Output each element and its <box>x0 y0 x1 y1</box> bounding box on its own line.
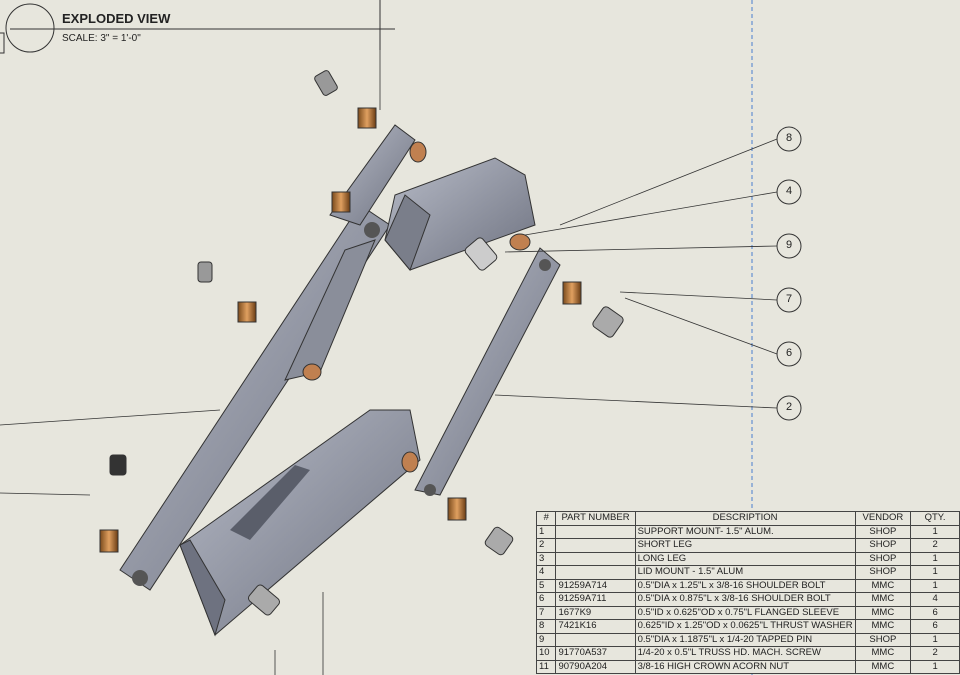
bom-part-number: 90790A204 <box>555 659 636 674</box>
bom-vendor: SHOP <box>854 632 912 647</box>
balloon-8: 8 <box>785 132 793 144</box>
bom-quantity: 1 <box>910 578 960 593</box>
balloon-9: 9 <box>785 239 793 251</box>
balloon-7: 7 <box>785 293 793 305</box>
bom-part-number: 7421K16 <box>555 619 636 634</box>
bom-part-number: 91770A537 <box>555 646 636 661</box>
bom-item-number: 7 <box>535 605 557 620</box>
bom-quantity: 6 <box>910 605 960 620</box>
bom-quantity: 1 <box>910 551 960 566</box>
bom-vendor: SHOP <box>854 524 912 539</box>
bom-vendor: MMC <box>854 592 912 607</box>
bom-description: 0.5"DIA x 0.875"L x 3/8-16 SHOULDER BOLT <box>634 592 856 607</box>
bom-description: 1/4-20 x 0.5"L TRUSS HD. MACH. SCREW <box>634 646 856 661</box>
bom-vendor: SHOP <box>854 565 912 580</box>
bom-description: 0.5"ID x 0.625"OD x 0.75"L FLANGED SLEEV… <box>634 605 856 620</box>
bom-quantity: 1 <box>910 565 960 580</box>
bom-quantity: 1 <box>910 659 960 674</box>
bom-item-number: 10 <box>535 646 557 661</box>
balloon-6: 6 <box>785 347 793 359</box>
bom-description: SUPPORT MOUNT- 1.5" ALUM. <box>634 524 856 539</box>
bom-description: 0.625"ID x 1.25"OD x 0.0625"L THRUST WAS… <box>634 619 856 634</box>
bom-quantity: 1 <box>910 632 960 647</box>
bom-item-number: 4 <box>535 565 557 580</box>
bom-description: 0.5"DIA x 1.25"L x 3/8-16 SHOULDER BOLT <box>634 578 856 593</box>
leader-lines <box>0 50 778 675</box>
header-num: # <box>535 511 557 526</box>
view-scale: SCALE: 3" = 1'-0" <box>62 33 141 44</box>
bom-part-number <box>555 551 636 566</box>
bom-item-number: 1 <box>535 524 557 539</box>
bom-vendor: MMC <box>854 605 912 620</box>
bom-part-number <box>555 538 636 553</box>
header-qty: QTY. <box>910 511 960 526</box>
bom-description: LONG LEG <box>634 551 856 566</box>
balloon-2: 2 <box>785 401 793 413</box>
bom-item-number: 6 <box>535 592 557 607</box>
bom-quantity: 1 <box>910 524 960 539</box>
balloon-4: 4 <box>785 185 793 197</box>
bom-description: 0.5"DIA x 1.1875"L x 1/4-20 TAPPED PIN <box>634 632 856 647</box>
bom-quantity: 2 <box>910 538 960 553</box>
hardware <box>99 70 624 616</box>
bom-quantity: 6 <box>910 619 960 634</box>
header-vendor: VENDOR <box>854 511 912 526</box>
balloons <box>776 126 802 421</box>
bom-description: 3/8-16 HIGH CROWN ACORN NUT <box>634 659 856 674</box>
bom-item-number: 3 <box>535 551 557 566</box>
bom-part-number <box>555 524 636 539</box>
header-description: DESCRIPTION <box>634 511 856 526</box>
bom-header: # PART NUMBER DESCRIPTION VENDOR QTY. <box>535 511 960 526</box>
bom-vendor: MMC <box>854 659 912 674</box>
bom-part-number: 1677K9 <box>555 605 636 620</box>
bom-part-number: 91259A714 <box>555 578 636 593</box>
bom-vendor: MMC <box>854 619 912 634</box>
view-title: EXPLODED VIEW <box>62 11 171 26</box>
bom-quantity: 2 <box>910 646 960 661</box>
bom-vendor: MMC <box>854 578 912 593</box>
bom-item-number: 11 <box>535 659 557 674</box>
bom-description: SHORT LEG <box>634 538 856 553</box>
bom-item-number: 8 <box>535 619 557 634</box>
lid-mount <box>384 157 536 271</box>
header-part-number: PART NUMBER <box>555 511 636 526</box>
bom-item-number: 9 <box>535 632 557 647</box>
bom-vendor: SHOP <box>854 551 912 566</box>
bom-item-number: 5 <box>535 578 557 593</box>
bom-part-number <box>555 632 636 647</box>
bom-vendor: MMC <box>854 646 912 661</box>
bom-quantity: 4 <box>910 592 960 607</box>
short-leg <box>414 247 561 496</box>
bom-item-number: 2 <box>535 538 557 553</box>
bom-description: LID MOUNT - 1.5" ALUM <box>634 565 856 580</box>
bom-part-number <box>555 565 636 580</box>
bom-part-number: 91259A711 <box>555 592 636 607</box>
upper-short-leg <box>329 124 416 226</box>
bom-vendor: SHOP <box>854 538 912 553</box>
support-mount <box>179 409 421 637</box>
